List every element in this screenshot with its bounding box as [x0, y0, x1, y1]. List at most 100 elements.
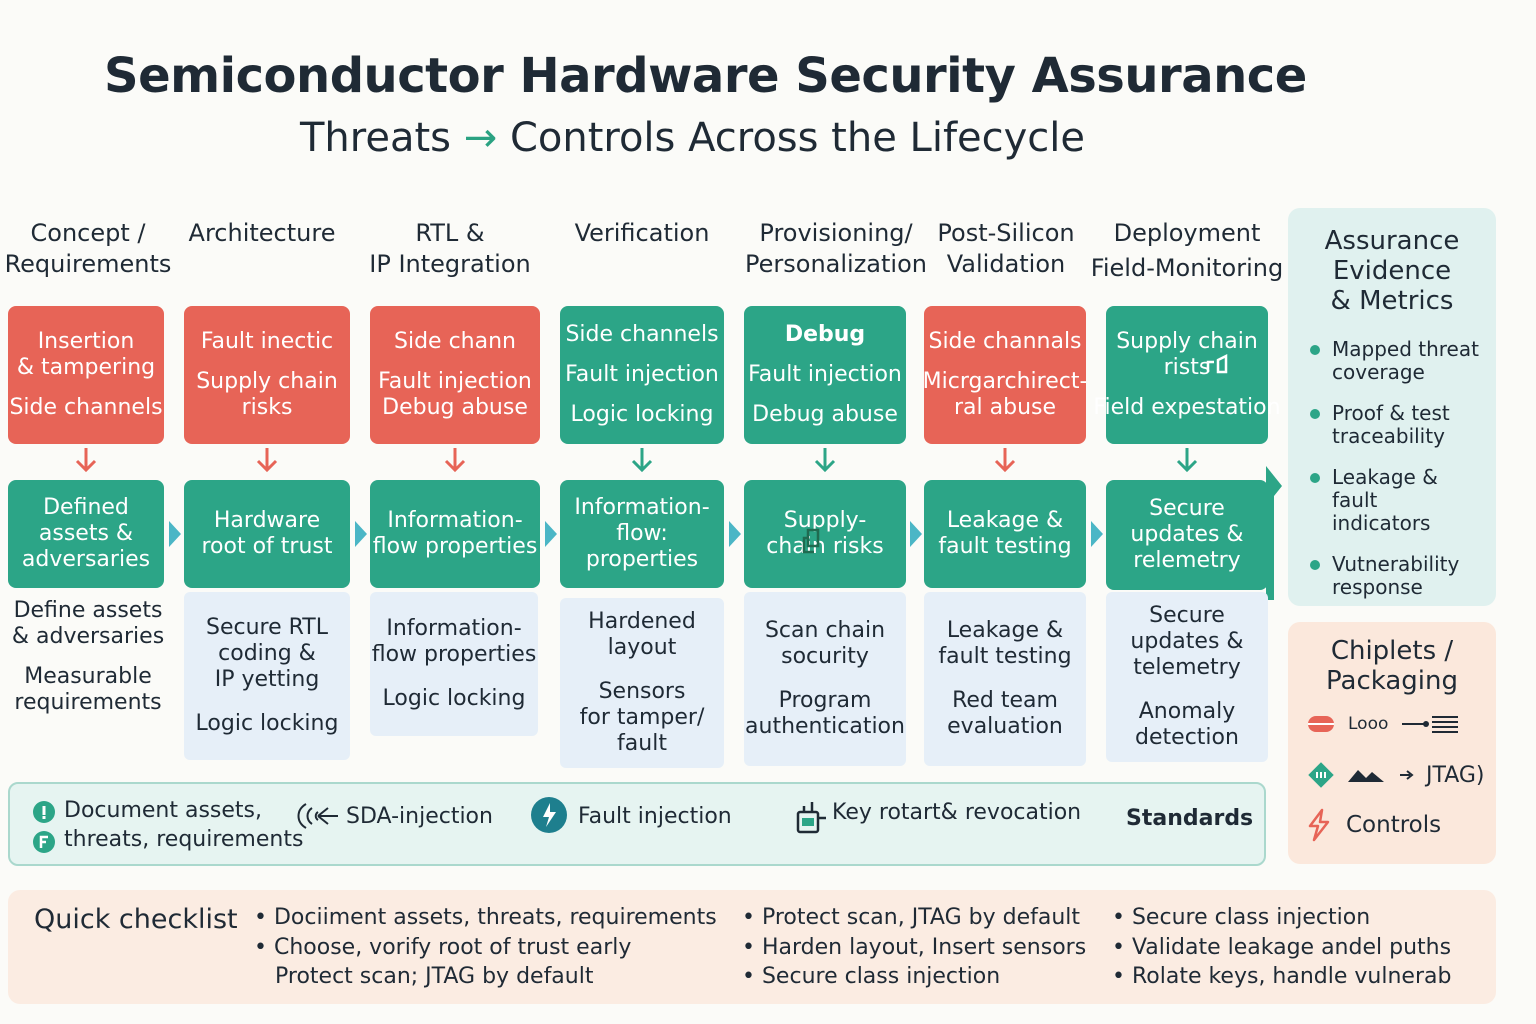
- threat-label: Debug: [784, 322, 866, 347]
- checklist-item: • Protect scan, JTAG by default: [742, 905, 1081, 930]
- detail-label: Anomaly: [1138, 699, 1236, 724]
- stage-heading: RTL &IP Integration: [350, 218, 550, 280]
- legend-doc-line: threats, requirements: [64, 827, 304, 852]
- checklist-item: Protect scan; JTAG by default: [275, 964, 594, 989]
- doc-badge-icon: [33, 831, 55, 853]
- threat-label: Insertion: [37, 329, 135, 354]
- detail-label: layout: [607, 635, 677, 660]
- control-label: Hardware: [213, 508, 321, 533]
- detail-label: Scan chain: [764, 618, 886, 643]
- evidence-text: response: [1332, 575, 1423, 599]
- bullet-dot-icon: [1310, 560, 1320, 570]
- bullet-dot-icon: [1310, 409, 1320, 419]
- page-title: Semiconductor Hardware Security Assuranc…: [104, 48, 1307, 104]
- threat-label: Supply chain: [196, 369, 338, 394]
- threat-label: Micrgarchirect-: [922, 369, 1088, 394]
- evidence-title: Assurance Evidence & Metrics: [1288, 226, 1496, 316]
- arrow-down-icon: [75, 448, 97, 473]
- detail-label: requirements: [14, 690, 162, 715]
- threat-label: Side channels: [9, 395, 163, 420]
- detail-label: authentication: [745, 714, 905, 739]
- control-label: root of trust: [201, 534, 333, 559]
- chevron-right-icon: [1091, 521, 1103, 547]
- checklist-col-1: • Dociiment assets, threats, requirement…: [254, 903, 717, 992]
- stage-heading: Provisioning/Personalization: [736, 218, 936, 280]
- arrow-right-icon: [1400, 770, 1414, 780]
- control-label: adversaries: [21, 547, 151, 572]
- lock-outline-icon: [1206, 353, 1228, 374]
- chiplet-row-controls: Controls: [1306, 808, 1441, 842]
- control-box: Supply-chain risks: [744, 480, 906, 588]
- assurance-evidence-panel: Assurance Evidence & Metrics Mapped thre…: [1288, 208, 1496, 606]
- chiplet-row-label: Controls: [1346, 812, 1442, 838]
- checklist-col-2: • Protect scan, JTAG by default • Harden…: [742, 903, 1086, 992]
- subtitle-controls: Controls Across the Lifecycle: [509, 115, 1086, 161]
- page-subtitle: Threats → Controls Across the Lifecycle: [300, 115, 1085, 161]
- subtitle-threats: Threats: [300, 115, 451, 161]
- control-label: updates &: [1130, 522, 1244, 547]
- stage-heading-line: Requirements: [4, 250, 172, 278]
- signal-waves-icon: [297, 803, 338, 829]
- checklist-item: • Choose, vorify root of trust early: [254, 934, 632, 960]
- threat-label: & tampering: [16, 355, 156, 380]
- control-label: properties: [585, 547, 699, 572]
- legend-key: Key rotart& revocation: [832, 800, 1082, 825]
- checklist-item: • Dociiment assets, threats, requirement…: [254, 905, 717, 930]
- legend-bar: Document assets, threats, requirements S…: [8, 782, 1266, 866]
- detail-label: Program: [778, 688, 872, 713]
- detail-label: Secure RTL: [205, 615, 328, 640]
- threat-label: Fault injection: [565, 362, 719, 387]
- detail-label: & adversaries: [11, 624, 165, 649]
- stage-heading-line: Provisioning/: [759, 219, 913, 247]
- probe-icon: [1348, 770, 1384, 782]
- lock-outline-icon: [802, 528, 820, 554]
- control-label: flow properties: [372, 534, 538, 559]
- fault-injection-icon: [531, 797, 567, 833]
- threat-label: Fault injection: [748, 362, 902, 387]
- threat-label: Logic locking: [570, 402, 714, 427]
- arrow-down-icon: [1176, 448, 1198, 473]
- detail-label: fault: [617, 731, 667, 756]
- chevron-right-icon: [1266, 466, 1282, 600]
- threat-label: Side chann: [394, 329, 516, 354]
- evidence-text: Leakage & fault: [1332, 465, 1438, 512]
- chiplet-row-jtag: JTAG): [1306, 760, 1485, 790]
- checklist-item: • Validate leakage andel puths: [1112, 934, 1452, 960]
- checklist-item: • Secure class injection: [742, 964, 1001, 989]
- control-box: Leakage &fault testing: [924, 480, 1086, 588]
- control-label: Leakage &: [946, 508, 1064, 533]
- arrow-down-icon: [256, 448, 278, 473]
- control-label: relemetry: [1133, 548, 1241, 573]
- arrow-down-icon: [631, 448, 653, 473]
- arrow-down-icon: [444, 448, 466, 473]
- evidence-text: traceability: [1332, 424, 1445, 448]
- detail-label: Measurable: [24, 664, 152, 689]
- stage-heading-line: RTL &: [415, 219, 485, 247]
- checklist-label: Quick checklist: [34, 904, 238, 935]
- detail-label: socurity: [781, 644, 869, 669]
- detail-label: fault testing: [938, 644, 1072, 669]
- threat-label: Debug abuse: [752, 402, 898, 427]
- chiplets-title-line: Chiplets /: [1330, 636, 1454, 666]
- detail-label: Information-: [386, 616, 522, 641]
- detail-label: detection: [1135, 725, 1239, 750]
- control-label: fault testing: [938, 534, 1072, 559]
- control-label: flow:: [616, 521, 668, 546]
- detail-label: updates &: [1130, 629, 1244, 654]
